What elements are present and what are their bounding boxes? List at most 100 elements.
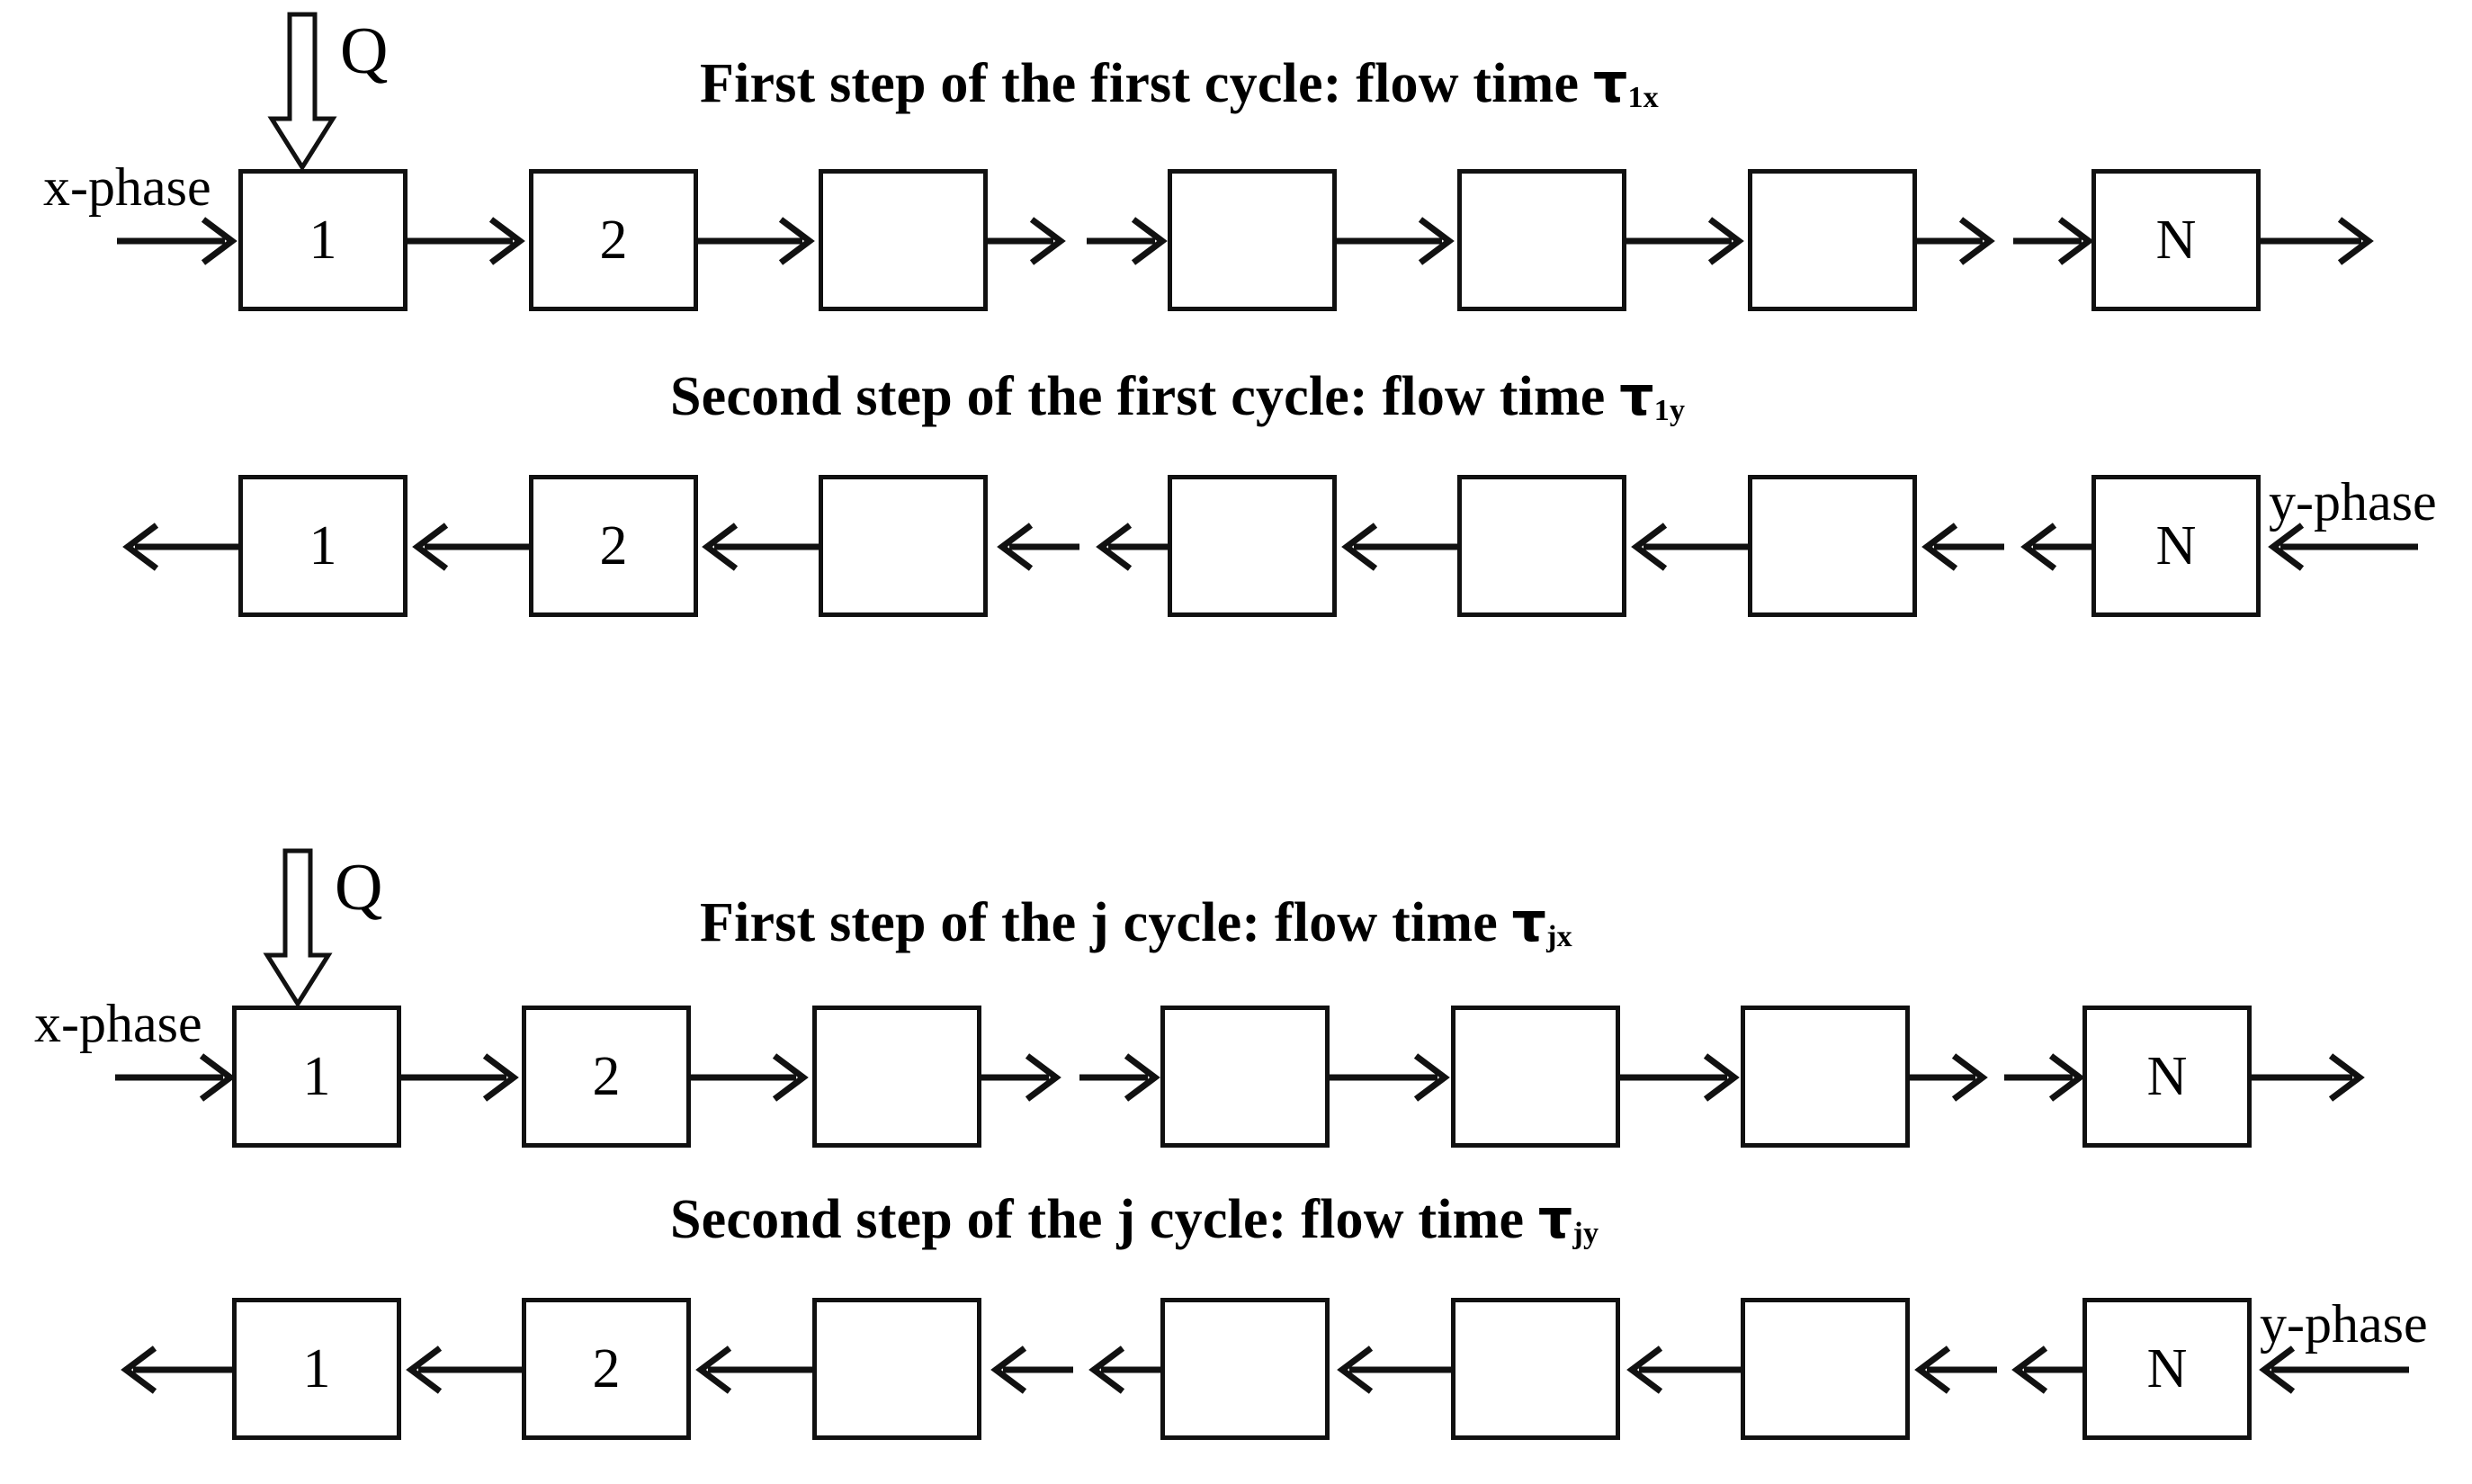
process-box[interactable]: 1 <box>238 169 408 311</box>
process-box-label: N <box>2155 515 2197 577</box>
flow-arrow-row1-5to6 <box>1624 217 1744 265</box>
flow-arrow-row2-gap2-left <box>1921 523 2004 571</box>
flow-arrow-row3-gap2-right <box>2004 1053 2085 1102</box>
flow-arrow-row4-6to5 <box>1626 1345 1745 1394</box>
process-box-label: 2 <box>592 1338 621 1399</box>
process-box[interactable] <box>1457 169 1626 311</box>
flow-arrow-row3-4to5 <box>1330 1053 1450 1102</box>
tau-subscript: jx <box>1546 920 1572 954</box>
flow-arrow-row4-gap-right <box>1088 1345 1171 1394</box>
process-box-label: 2 <box>592 1046 621 1107</box>
process-box[interactable] <box>1741 1006 1910 1148</box>
process-box[interactable] <box>812 1298 981 1440</box>
process-box-label: 1 <box>309 515 337 577</box>
flow-arrow-row4-2to1 <box>406 1345 524 1394</box>
outflow-arrow-row2 <box>122 523 243 571</box>
process-box[interactable] <box>819 475 988 617</box>
q-inflow-arrow-1 <box>267 12 337 172</box>
flow-arrow-row2-5to4 <box>1341 523 1460 571</box>
flow-arrow-row3-gap2-left <box>1907 1053 1988 1102</box>
process-box[interactable] <box>1168 475 1337 617</box>
flow-arrow-row2-2to1 <box>412 523 531 571</box>
flow-arrow-row3-2to3 <box>688 1053 809 1102</box>
section-title-j-cycle-step-1: First step of the j cycle: flow time τjx <box>700 892 1572 954</box>
process-box-label: N <box>2146 1046 2188 1107</box>
inflow-arrow-row3 <box>115 1053 236 1102</box>
tau-subscript: jy <box>1572 1217 1599 1251</box>
phase-label-y-phase-1: y-phase <box>2269 472 2437 532</box>
process-box-label: 2 <box>599 210 628 271</box>
flow-arrow-row3-gap-right <box>1079 1053 1160 1102</box>
phase-label-x-phase-1: x-phase <box>43 157 211 217</box>
process-box[interactable]: 2 <box>522 1298 691 1440</box>
process-box-label: 1 <box>309 210 337 271</box>
process-box-label: 1 <box>302 1046 331 1107</box>
q-label-2: Q <box>335 851 383 925</box>
tau-symbol: τ <box>1592 52 1628 115</box>
flow-arrow-row3-1to2 <box>399 1053 519 1102</box>
flow-arrow-row1-2to3 <box>694 217 815 265</box>
process-box[interactable] <box>1748 475 1917 617</box>
flow-arrow-row4-5to4 <box>1337 1345 1455 1394</box>
section-title-first-cycle-step-2: Second step of the first cycle: flow tim… <box>670 366 1686 428</box>
process-box[interactable] <box>1741 1298 1910 1440</box>
title-text: Second step of the first cycle: flow tim… <box>670 366 1620 427</box>
process-box[interactable]: 1 <box>232 1006 401 1148</box>
flow-arrow-row1-4to5 <box>1334 217 1455 265</box>
process-box[interactable] <box>819 169 988 311</box>
flow-arrow-row2-3to2 <box>702 523 820 571</box>
process-box[interactable] <box>812 1006 981 1148</box>
q-label-1: Q <box>340 14 389 88</box>
tau-subscript: 1y <box>1653 394 1686 428</box>
flow-arrow-row2-gap-left <box>997 523 1079 571</box>
flow-arrow-row1-gap2-left <box>1914 217 1995 265</box>
section-title-first-cycle-step-1: First step of the first cycle: flow time… <box>700 53 1659 115</box>
flow-arrow-row4-3to2 <box>695 1345 814 1394</box>
outflow-arrow-row4 <box>121 1345 241 1394</box>
process-box[interactable]: N <box>2091 475 2261 617</box>
title-text: First step of the first cycle: flow time <box>700 53 1593 114</box>
process-box[interactable]: N <box>2091 169 2261 311</box>
process-box[interactable]: 2 <box>529 169 698 311</box>
section-title-j-cycle-step-2: Second step of the j cycle: flow time τj… <box>670 1189 1599 1251</box>
process-box[interactable]: N <box>2082 1298 2252 1440</box>
process-box[interactable] <box>1451 1298 1620 1440</box>
tau-symbol: τ <box>1619 365 1654 428</box>
process-box-label: 2 <box>599 515 628 577</box>
flow-arrow-row4-gap-left <box>990 1345 1073 1394</box>
tau-subscript: 1x <box>1627 81 1659 115</box>
flow-arrow-row2-6to5 <box>1631 523 1750 571</box>
inflow-arrow-row4 <box>2259 1345 2409 1394</box>
process-box[interactable] <box>1457 475 1626 617</box>
q-inflow-arrow-2 <box>263 848 333 1008</box>
phase-label-y-phase-2: y-phase <box>2260 1294 2428 1354</box>
title-text: First step of the j cycle: flow time <box>700 892 1512 953</box>
process-box[interactable]: 1 <box>238 475 408 617</box>
phase-label-x-phase-2: x-phase <box>34 994 202 1053</box>
flow-arrow-row4-gap2-right <box>2011 1345 2090 1394</box>
flow-arrow-row3-gap-left <box>981 1053 1061 1102</box>
process-box[interactable]: 2 <box>522 1006 691 1148</box>
process-box[interactable] <box>1160 1298 1330 1440</box>
process-box[interactable] <box>1160 1006 1330 1148</box>
process-box[interactable]: 1 <box>232 1298 401 1440</box>
process-box-label: 1 <box>302 1338 331 1399</box>
flow-arrow-row2-gap2-right <box>2020 523 2099 571</box>
tau-symbol: τ <box>1511 891 1547 954</box>
process-box-label: N <box>2155 210 2197 271</box>
flow-arrow-row1-gap-right <box>1087 217 1168 265</box>
flow-arrow-row3-5to6 <box>1619 1053 1740 1102</box>
process-box[interactable] <box>1168 169 1337 311</box>
inflow-arrow-row1 <box>117 217 237 265</box>
process-box[interactable] <box>1451 1006 1620 1148</box>
flow-arrow-row1-gap2-right <box>2013 217 2094 265</box>
inflow-arrow-row2 <box>2268 523 2418 571</box>
tau-symbol: τ <box>1537 1188 1573 1251</box>
process-box[interactable] <box>1748 169 1917 311</box>
flow-arrow-row4-gap2-left <box>1914 1345 1997 1394</box>
process-box[interactable]: 2 <box>529 475 698 617</box>
title-text: Second step of the j cycle: flow time <box>670 1189 1538 1250</box>
flow-arrow-row1-1to2 <box>405 217 525 265</box>
process-box[interactable]: N <box>2082 1006 2252 1148</box>
